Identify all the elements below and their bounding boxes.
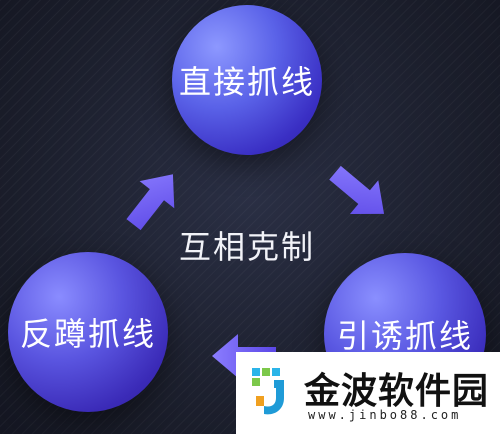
jinbo-logo-icon (252, 368, 284, 415)
node-top-label: 直接抓线 (178, 63, 315, 101)
watermark-url: www.jinbo88.com (308, 408, 462, 422)
arrow-left-to-top-icon (126, 174, 175, 231)
node-top: 直接抓线 (172, 5, 322, 155)
center-label: 互相克制 (178, 228, 315, 266)
node-left: 反蹲抓线 (8, 252, 168, 412)
node-left-label: 反蹲抓线 (19, 315, 156, 353)
watermark-badge: 金波软件园 www.jinbo88.com (236, 352, 500, 434)
watermark-title: 金波软件园 (304, 371, 490, 412)
node-right-label: 引诱抓线 (336, 317, 473, 355)
arrow-top-to-right-icon (329, 165, 385, 214)
